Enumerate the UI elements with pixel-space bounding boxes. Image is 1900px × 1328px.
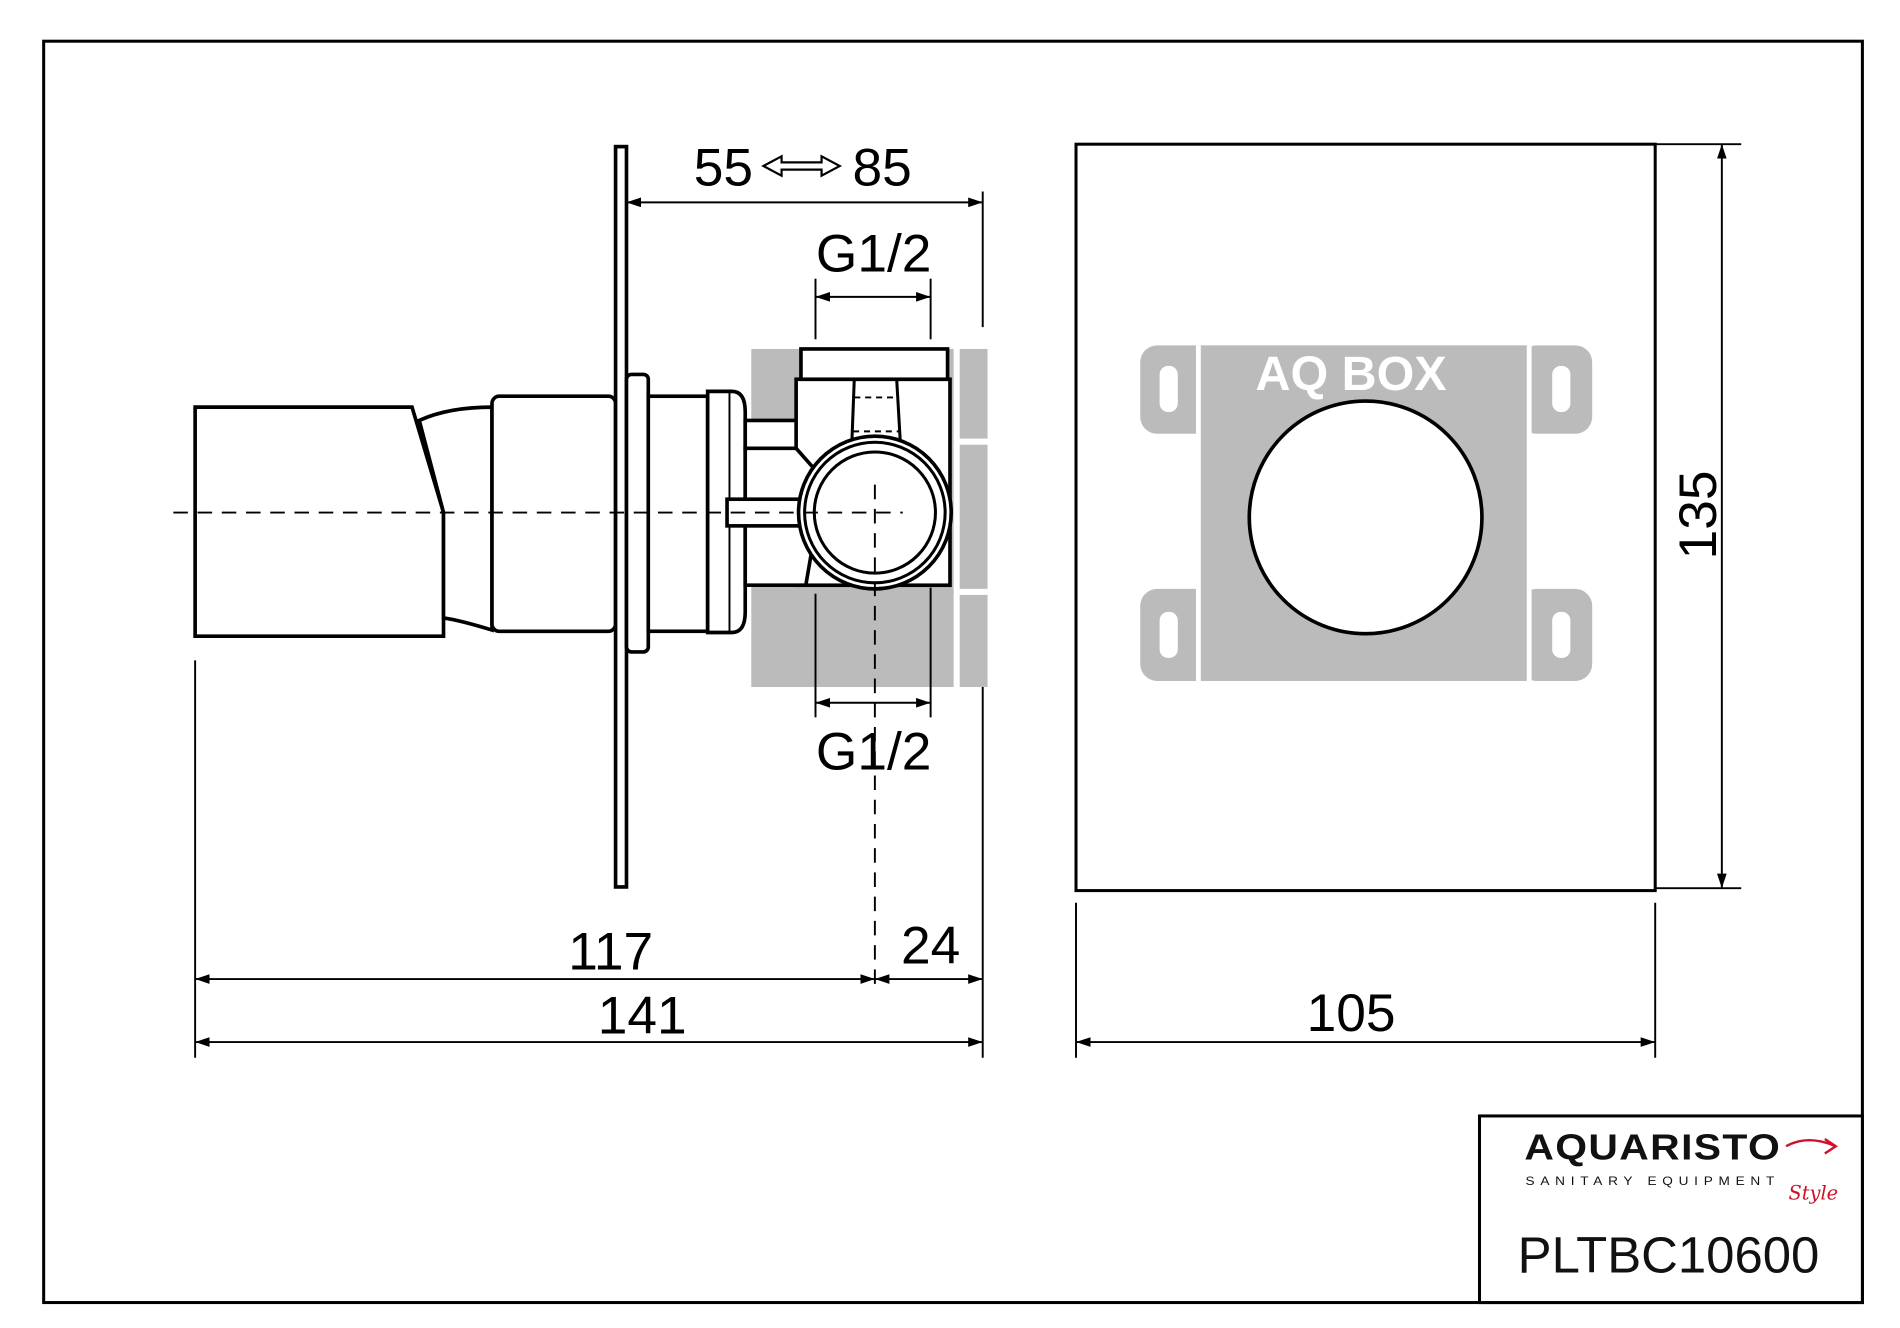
slot-icon — [1159, 365, 1178, 412]
valve-top-cap — [799, 347, 950, 382]
box-wall-strip — [959, 348, 988, 439]
dim-depth-to-axis: 117 — [568, 922, 653, 981]
logo-script-text: Style — [1788, 1182, 1838, 1205]
sleeve — [646, 394, 710, 634]
title-block-frame — [1477, 1114, 1864, 1305]
dim-plate-width: 105 — [1307, 984, 1396, 1043]
dim-adjust-max: 85 — [852, 138, 911, 197]
mounting-slots — [1159, 365, 1571, 658]
brand-logo: AQUARISTO SANITARY EQUIPMENT Style — [1524, 1127, 1838, 1205]
dim-thread-bottom: G1/2 — [816, 722, 932, 781]
box-label: AQ BOX — [1255, 347, 1446, 401]
title-block: AQUARISTO SANITARY EQUIPMENT Style PLTBC… — [1477, 1114, 1864, 1305]
handle-neck — [417, 405, 494, 633]
logo-arrow-icon — [1785, 1137, 1838, 1155]
dim-thread-top: G1/2 — [816, 224, 932, 283]
logo-sub-text: SANITARY EQUIPMENT — [1526, 1176, 1780, 1188]
logo-main-text: AQUARISTO — [1524, 1127, 1781, 1168]
dim-plate-height: 135 — [1669, 470, 1728, 559]
dim-adjust-min: 55 — [694, 138, 753, 197]
box-wall-strip — [959, 444, 988, 589]
dim-total-depth: 141 — [598, 987, 687, 1046]
drawing-frame — [42, 39, 1864, 1305]
handle-body — [490, 394, 618, 634]
handle-lever — [193, 405, 446, 638]
double-arrow-icon — [761, 154, 843, 178]
front-view: AQ BOX 135 105 — [1074, 142, 1742, 1058]
handle-opening — [1247, 399, 1484, 636]
connector-upper — [743, 418, 801, 451]
dim-axis-to-back: 24 — [901, 916, 960, 975]
box-wall-strip — [959, 594, 988, 688]
valve-top-port — [850, 379, 902, 443]
side-view — [173, 144, 988, 988]
slot-icon — [1552, 611, 1571, 658]
side-dimensions: 55 85 G1/2 G1/2 117 24 141 — [194, 138, 984, 1058]
product-code: PLTBC10600 — [1518, 1226, 1820, 1283]
valve-top-port-hidden — [853, 396, 900, 433]
slot-icon — [1552, 365, 1571, 412]
slot-icon — [1159, 611, 1178, 658]
